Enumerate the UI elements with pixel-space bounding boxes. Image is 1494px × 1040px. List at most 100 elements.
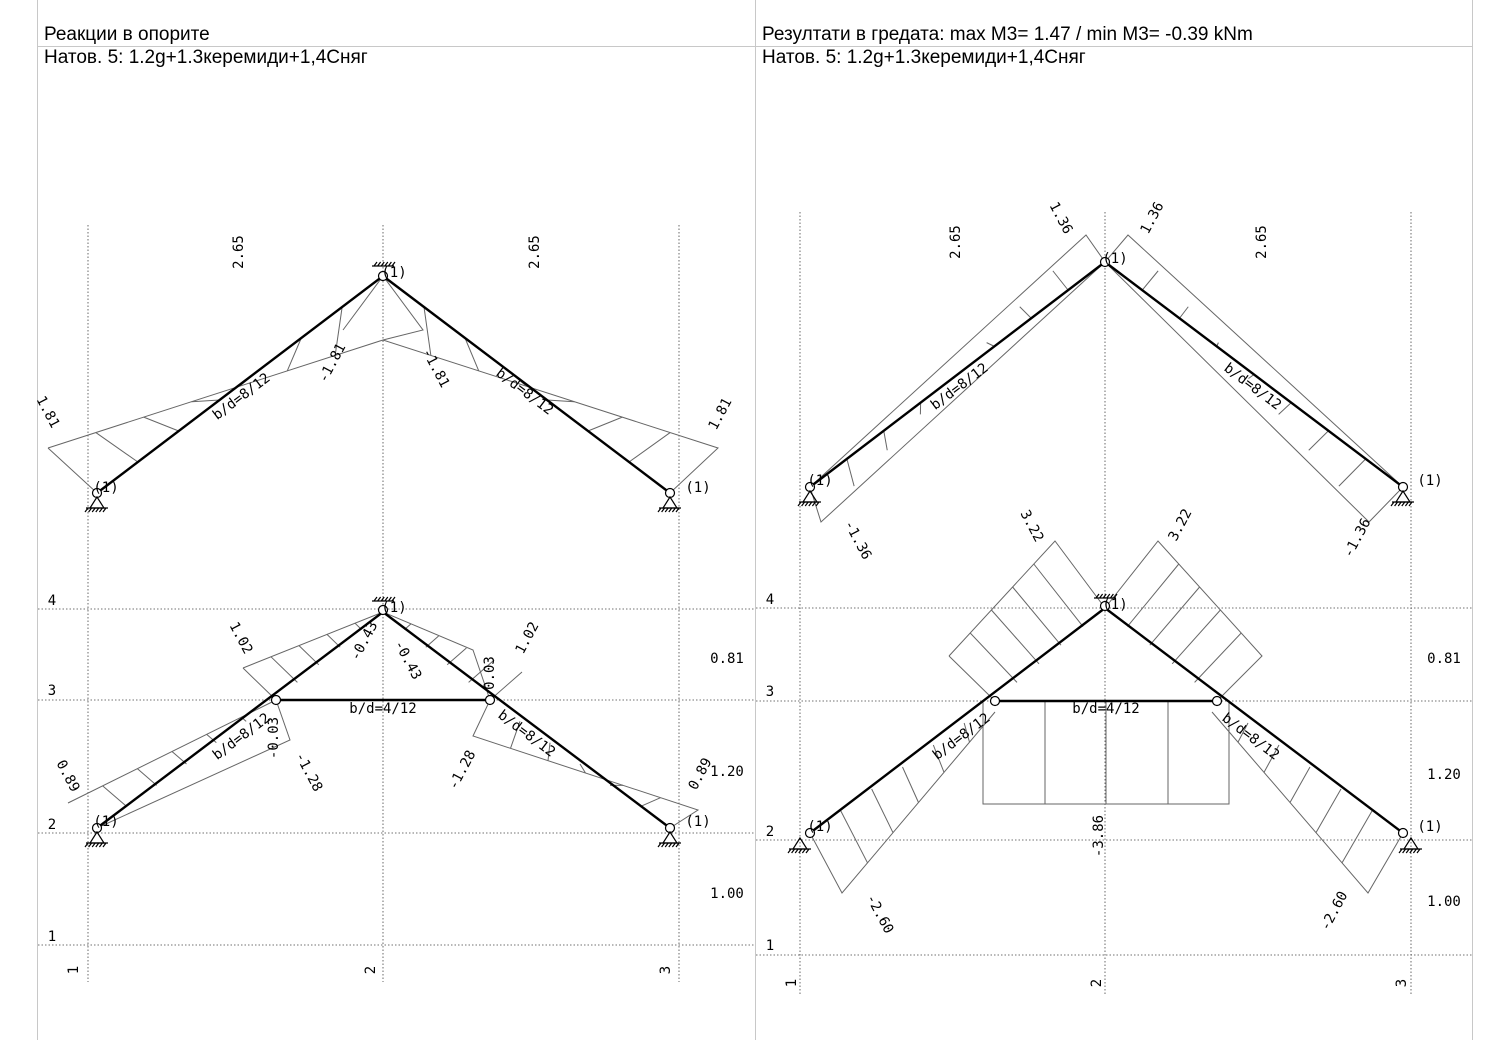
moment-diagram-lower-right-tick — [1341, 810, 1373, 864]
axial-force-diagram-lower-right-tick — [547, 742, 551, 761]
node-marker-label: (1) — [1417, 473, 1442, 489]
axial-force-diagram-lower-top — [242, 611, 491, 701]
node-hinge — [270, 694, 282, 706]
rafter-section-label: b/d=8/12 — [928, 360, 991, 413]
moment-diagram-lower-top-left-tick — [1033, 563, 1084, 627]
pin-support — [88, 830, 106, 844]
moment-diagram-upper-right-tick — [1308, 430, 1329, 451]
moment-diagram-lower-left-tick — [932, 744, 945, 773]
level-spacing-label: 1.20 — [1427, 767, 1461, 783]
moment-value-label: -2.60 — [863, 892, 897, 937]
left-panel-header — [38, 0, 755, 47]
axial-force-diagram-upper-right-tick — [546, 399, 575, 403]
moment-value-label: 3.22 — [1165, 506, 1195, 543]
axial-force-diagram-upper-left-tick — [286, 337, 302, 372]
node-hinge — [484, 694, 496, 706]
moment-diagram-upper-left-tick — [846, 458, 855, 487]
axial-force-diagram-lower-right-tick — [579, 763, 586, 774]
axial-force-diagram-upper-right-tick — [587, 416, 623, 432]
pin-support-hatch — [657, 507, 681, 513]
axial-force-diagram-upper-right-tick — [628, 432, 671, 463]
moment-diagram-lower-left-joint — [948, 655, 996, 702]
force-value-label: -0.43 — [391, 638, 425, 683]
moment-diagram-lower-top-left-tick — [969, 632, 1018, 683]
column-label: 2 — [1089, 979, 1105, 987]
node-hinge — [804, 827, 816, 839]
column-label: 2 — [363, 966, 379, 974]
moment-value-label: -1.36 — [1341, 516, 1375, 561]
rafter-section-label: b/d=8/12 — [493, 365, 556, 418]
moment-diagram-upper-left-top — [809, 234, 1106, 488]
axial-force-diagram-upper-right-tick — [464, 337, 480, 372]
node-marker-label: (1) — [1102, 251, 1127, 267]
node-marker-label: (1) — [93, 814, 118, 830]
pin-support-hatch — [657, 842, 681, 848]
pin-support — [88, 495, 106, 509]
force-value-label: -1.81 — [419, 346, 453, 391]
node-hinge — [377, 604, 389, 616]
axial-force-diagram-upper-right-tick — [423, 306, 432, 356]
span-label: 2.65 — [1254, 225, 1270, 259]
moment-diagram-upper-left-tick — [1052, 270, 1069, 291]
level-label: 4 — [766, 592, 774, 608]
axial-force-diagram-lower-joint — [242, 667, 277, 701]
node-marker-label: (1) — [381, 600, 406, 616]
moment-diagram-lower-top-right-tick — [1127, 563, 1180, 627]
moment-value-label: 1.36 — [1137, 199, 1167, 236]
moment-diagram-lower-right-tick — [1263, 744, 1280, 773]
pin-support — [661, 830, 679, 844]
level-spacing-label: 1.00 — [1427, 894, 1461, 910]
moment-diagram-lower-left-tick — [902, 766, 919, 803]
force-value-label: -1.81 — [316, 341, 350, 386]
moment-diagram-lower-top-left-tick — [991, 609, 1040, 665]
force-value-label: 1.81 — [33, 393, 63, 430]
node-marker-label: (1) — [1102, 597, 1127, 613]
rafter-right-upper — [382, 275, 671, 494]
node-hinge — [1397, 827, 1409, 839]
column-label: 3 — [658, 966, 674, 974]
moment-diagram-lower-right-tick — [1237, 722, 1249, 743]
moment-value-label: 1.36 — [1046, 199, 1076, 236]
level-label: 2 — [766, 824, 774, 840]
right-panel-subtitle: Натов. 5: 1.2g+1.3керемиди+1,4Сняг — [762, 47, 1086, 68]
rafter-section-label: b/d=8/12 — [495, 707, 558, 760]
level-label: 2 — [48, 817, 56, 833]
rafter-left-upper — [96, 275, 384, 494]
column-label: 1 — [66, 966, 82, 974]
force-value-label: -1.28 — [446, 748, 480, 793]
rafter-right-lower — [382, 611, 671, 829]
level-label: 3 — [766, 684, 774, 700]
pin-support-hatch — [787, 848, 811, 854]
axial-force-diagram-lower-left-tick — [102, 785, 128, 808]
level-label: 1 — [766, 938, 774, 954]
moment-diagram-lower-left-tick — [871, 788, 894, 833]
moment-value-label: -1.36 — [841, 518, 875, 563]
moment-diagram-upper-right-tick — [1141, 270, 1159, 291]
right-panel: Резултати в гредата: max M3= 1.47 / min … — [755, 0, 1473, 1040]
span-label: 2.65 — [948, 225, 964, 259]
column-label: 3 — [1394, 979, 1410, 987]
node-hinge — [1099, 256, 1111, 268]
force-value-label: 1.02 — [512, 619, 542, 656]
pin-support-hatch — [84, 507, 108, 513]
force-value-label: 1.81 — [705, 395, 735, 432]
moment-diagram-upper-left-tick — [986, 342, 995, 347]
moment-diagram-lower-top-left-tick — [1012, 586, 1062, 646]
moment-diagram-lower-left-tick — [963, 722, 970, 743]
moment-diagram-lower-left-tick — [840, 810, 868, 864]
moment-diagram-upper-left-tick — [1019, 306, 1032, 319]
force-value-label: 0.89 — [53, 757, 83, 794]
moment-diagram-lower-top-right-tick — [1194, 632, 1242, 683]
axial-force-diagram-lower-left-tick — [137, 768, 157, 786]
moment-diagram-upper-right-tick — [1278, 402, 1292, 415]
left-panel-subtitle: Натов. 5: 1.2g+1.3керемиди+1,4Сняг — [44, 47, 368, 68]
axial-force-diagram-lower-top-left-tick — [270, 656, 298, 683]
left-panel-title: Реакции в опорите — [44, 24, 210, 45]
axial-force-diagram-apex — [342, 275, 424, 341]
right-panel-title: Резултати в гредата: max M3= 1.47 / min … — [762, 24, 1253, 45]
rafter-section-label: b/d=8/12 — [210, 370, 273, 423]
axial-force-diagram-lower-left-tick — [206, 733, 217, 744]
force-value-label: 1.02 — [226, 619, 256, 656]
axial-force-diagram-lower-right-tick — [510, 721, 521, 749]
